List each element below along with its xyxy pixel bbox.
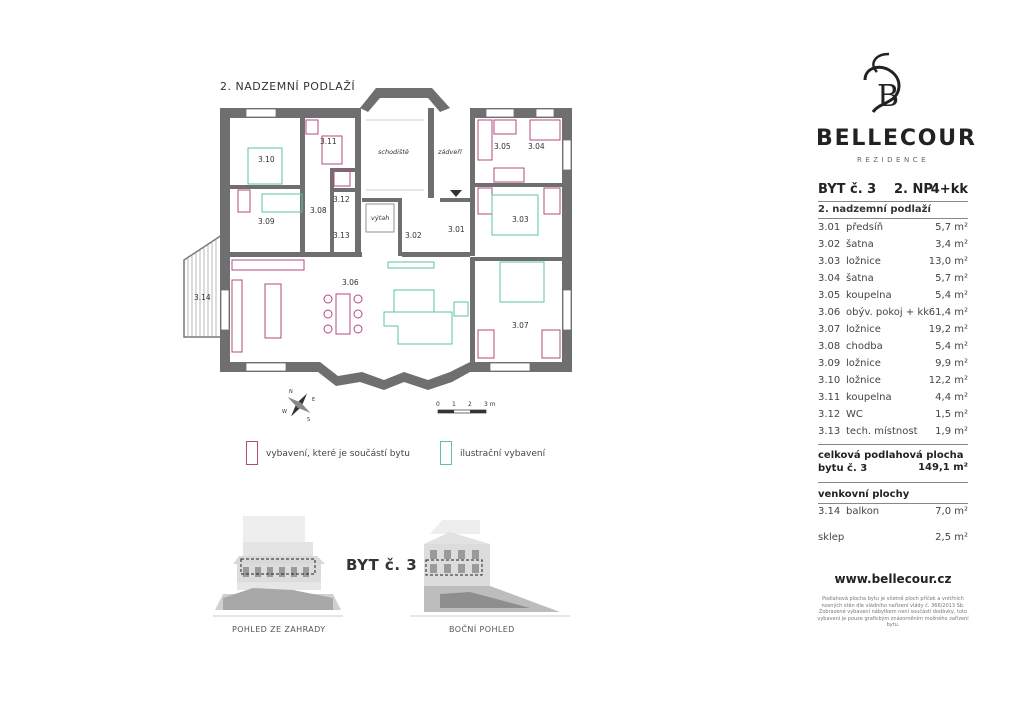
room-label-3-01: 3.01: [448, 225, 465, 234]
outer-walls: [220, 88, 572, 390]
room-label-3-03: 3.03: [512, 215, 529, 224]
brand-subtitle: REZIDENCE: [856, 156, 929, 164]
vestibule-label: zádveří: [437, 148, 463, 156]
elevation-apartment-label: BYT č. 3: [346, 556, 418, 574]
total-area-label: celková podlahová plocha bytu č. 3: [818, 450, 964, 474]
apartment-layout: 4+kk: [930, 182, 968, 197]
room-label-3-10: 3.10: [258, 155, 275, 164]
compass-south: S: [307, 417, 310, 422]
scale-tick-3: 3 m: [484, 401, 496, 408]
divider: [818, 503, 968, 504]
illustrative-equipment: [247, 147, 545, 345]
divider: [818, 482, 968, 483]
lift-label: výtah: [371, 214, 389, 222]
legend-illustrative-swatch: [440, 441, 452, 465]
divider: [818, 444, 968, 445]
room-label-3-09: 3.09: [258, 217, 275, 226]
entrance-arrow-icon: [450, 190, 462, 197]
room-label-3-02: 3.02: [405, 231, 422, 240]
legend-own-label: vybavení, které je součástí bytu: [266, 449, 410, 459]
compass-north: N: [289, 389, 293, 395]
legend-own-swatch: [246, 441, 258, 465]
brand-name: BELLECOUR: [816, 126, 977, 151]
legend-illustrative-label: ilustrační vybavení: [460, 449, 546, 459]
scale-tick-1: 1: [452, 401, 456, 408]
scale-tick-2: 2: [468, 401, 472, 408]
elevation-garden-view: [213, 516, 343, 617]
balcony-3-14: [183, 233, 223, 338]
room-label-3-08: 3.08: [310, 206, 327, 215]
lift-shaft: [365, 203, 395, 233]
room-label-3-07: 3.07: [512, 321, 529, 330]
room-label-3-04: 3.04: [528, 142, 545, 151]
stairs-label: schodiště: [378, 148, 409, 156]
room-label-3-05: 3.05: [494, 142, 511, 151]
scale-bar: 0 1 2 3 m: [436, 401, 496, 414]
divider: [818, 201, 968, 202]
compass-icon: N S E W: [282, 389, 315, 422]
room-label-3-06: 3.06: [342, 278, 359, 287]
bellecour-logo-icon: B: [863, 52, 901, 114]
website-link[interactable]: www.bellecour.cz: [834, 572, 952, 586]
elevation-side-caption: BOČNÍ POHLED: [449, 625, 515, 634]
apartment-number: BYT č. 3: [818, 182, 877, 197]
elevation-side-view: [410, 520, 570, 617]
total-area-value: 149,1 m²: [918, 462, 968, 473]
floor-plan: 3.10 3.09 3.11 3.08 3.12 3.13 3.02 3.01 …: [183, 88, 572, 390]
disclaimer-note: Podlahová plocha bytu je včetně ploch př…: [817, 596, 969, 629]
room-label-3-11: 3.11: [320, 137, 337, 146]
scale-tick-0: 0: [436, 401, 440, 408]
staircase: [366, 119, 424, 191]
divider: [818, 218, 968, 219]
outdoor-areas-label: venkovní plochy: [818, 489, 910, 500]
compass-west: W: [282, 409, 287, 415]
compass-east: E: [312, 397, 315, 403]
own-equipment: [231, 119, 561, 359]
room-label-3-13: 3.13: [333, 231, 350, 240]
room-label-3-12: 3.12: [333, 195, 350, 204]
svg-text:B: B: [877, 79, 899, 114]
elevation-garden-caption: POHLED ZE ZAHRADY: [232, 625, 326, 634]
apartment-floor: 2. NP: [894, 182, 933, 197]
floor-plan-title: 2. NADZEMNÍ PODLAŽÍ: [220, 80, 356, 93]
floor-name: 2. nadzemní podlaží: [818, 204, 931, 215]
room-label-3-14: 3.14: [194, 293, 211, 302]
